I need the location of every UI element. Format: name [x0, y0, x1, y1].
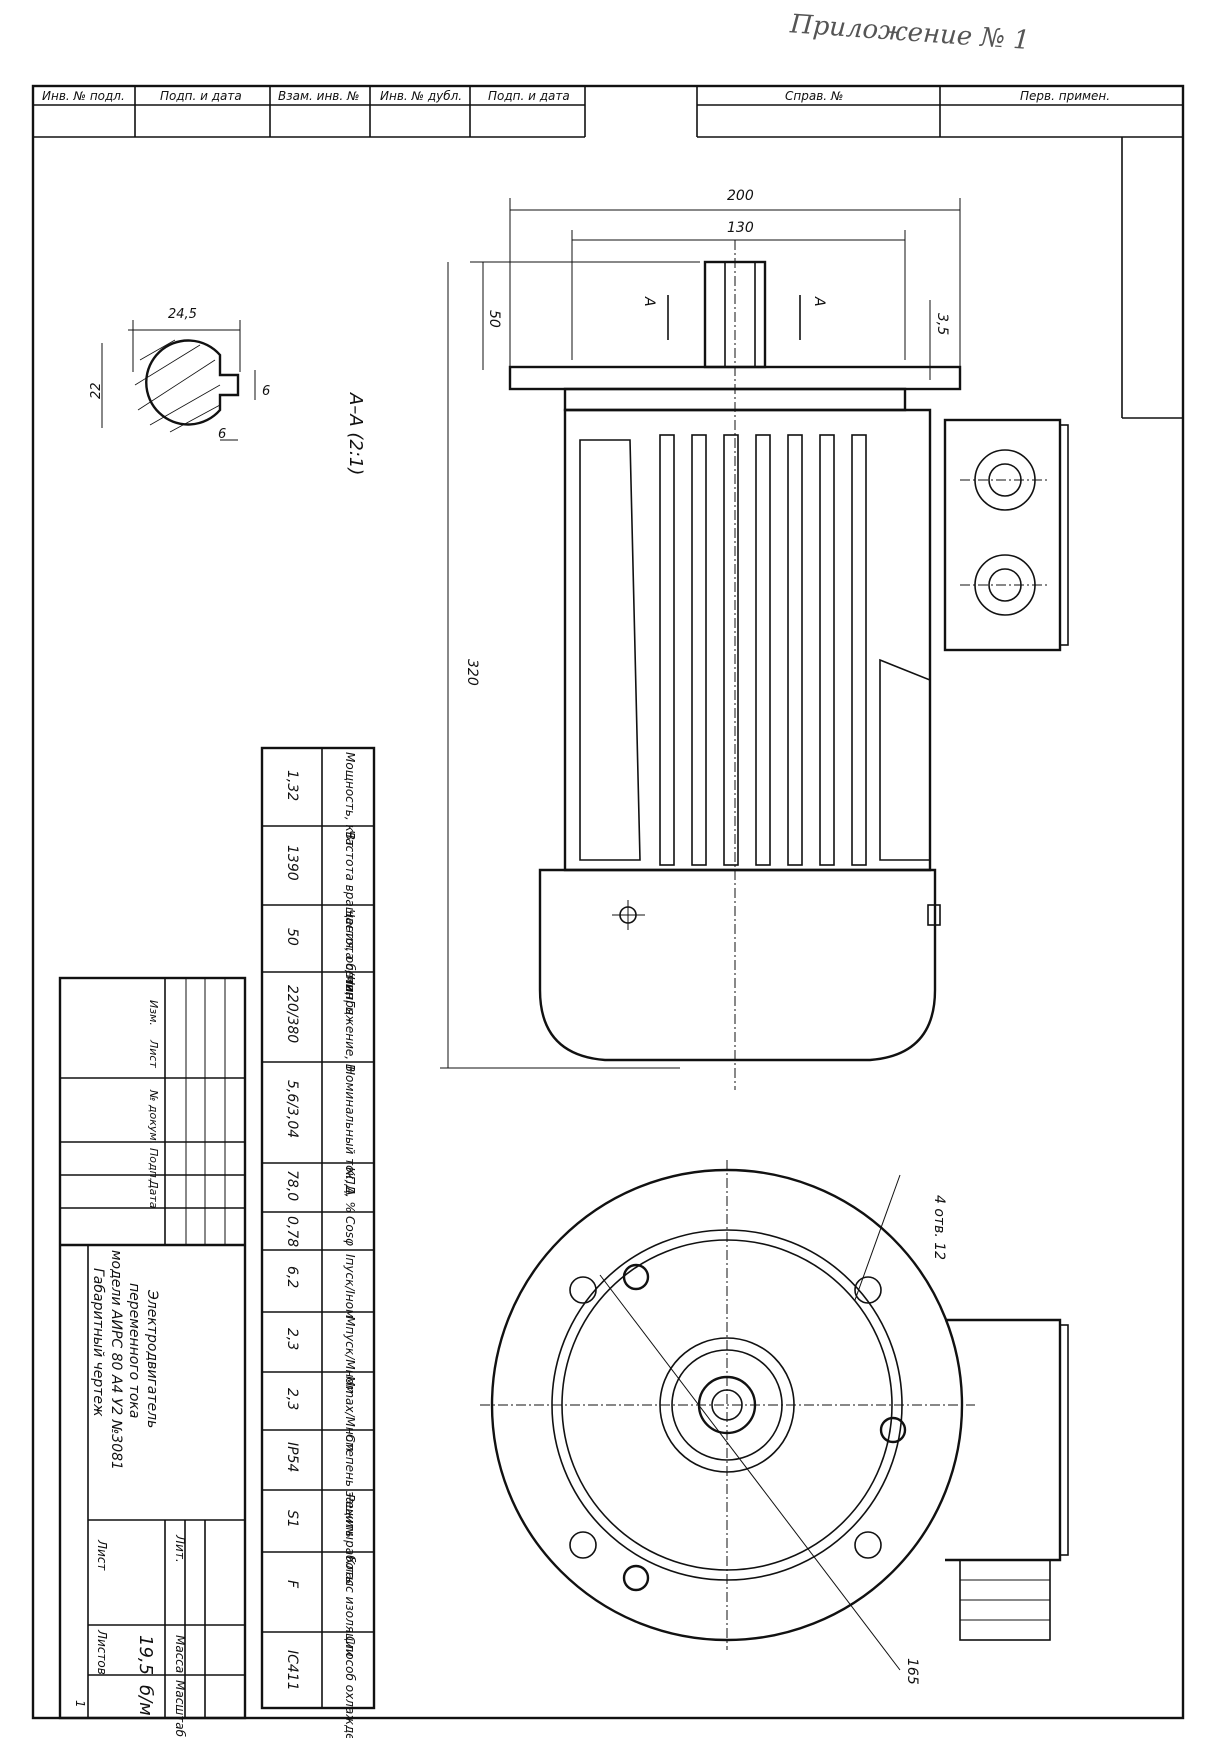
spec-header-protection: Степень защиты: [343, 1434, 357, 1540]
spec-value-cooling: IC411: [284, 1650, 300, 1691]
section-label: А–А (2:1): [345, 392, 366, 475]
spec-value-frequency: 50: [284, 928, 300, 946]
sheet-frame: [31, 84, 1185, 1720]
spec-value-duty: S1: [284, 1510, 300, 1528]
rev-header-data: Дата: [147, 1179, 160, 1209]
dim-130: 130: [727, 220, 754, 236]
section-key-depth-dim: 6: [262, 384, 270, 399]
spec-header-cooling: Способ охлаждения: [343, 1636, 357, 1738]
dim-200: 200: [727, 188, 754, 204]
sheets-value: 1: [73, 1700, 87, 1708]
title-line-1: Электродвигатель: [144, 1289, 160, 1428]
rev-header-list: Лист: [147, 1039, 160, 1068]
dim-3-5: 3,5: [934, 313, 950, 335]
stamp-dubl: Инв. № дубл.: [380, 89, 462, 103]
section-height-dim: 22: [89, 382, 104, 399]
section-a-a: 24,5 22 6 6 А–А (2:1): [89, 307, 366, 475]
specs-table: Мощность, кВт Частота вращения, об/мин Ч…: [260, 746, 376, 1738]
spec-header-voltage: Напряжение, В: [343, 976, 357, 1072]
spec-header-insulation: Класс изоляции: [343, 1556, 357, 1657]
mass-label: Масса: [173, 1635, 187, 1673]
title-line-2: переменного тока: [126, 1283, 142, 1418]
spec-header-max-torque: Mmax/Мном: [343, 1376, 357, 1451]
stamp-podp-data: Подп. и дата: [160, 89, 242, 103]
title-line-4: Габаритный чертеж: [90, 1268, 106, 1417]
scale-label: Масштаб: [173, 1680, 187, 1738]
spec-value-speed: 1390: [284, 845, 300, 881]
section-width-dim: 24,5: [168, 307, 197, 322]
spec-header-power: Мощность, кВт: [343, 752, 357, 848]
top-stamp: Инв. № подл. Подп. и дата Взам. инв. № И…: [33, 86, 1183, 419]
title-line-3: модели АИРС 80 А4 У2 №3081: [108, 1250, 124, 1470]
stamp-perv: Перв. примен.: [1020, 89, 1110, 103]
dim-50: 50: [486, 310, 502, 328]
motor-front-view: 4 отв. 12 165: [480, 1160, 1069, 1685]
spec-header-speed: Частота вращения, об/мин: [343, 830, 357, 1000]
rev-header-izm: Изм.: [147, 1000, 160, 1026]
spec-value-insulation: F: [284, 1580, 300, 1589]
cut-mark-right: А: [811, 296, 827, 307]
spec-value-max-torque: 2,3: [284, 1388, 300, 1410]
mass-value: 19,5: [135, 1635, 156, 1675]
stamp-sprav: Справ. №: [785, 89, 843, 103]
spec-value-protection: IP54: [284, 1442, 300, 1472]
stamp-vzam: Взам. инв. №: [278, 89, 359, 103]
spec-header-start-torque: Мпуск/Мном: [343, 1316, 357, 1394]
spec-value-start-torque: 2,3: [284, 1328, 300, 1350]
spec-header-current: Номинальный ток, А: [343, 1066, 357, 1196]
stamp-podp-data-2: Подп. и дата: [488, 89, 570, 103]
sheets-label: Листов: [95, 1629, 109, 1675]
spec-header-start-current: Iпуск/Iном: [343, 1254, 357, 1318]
section-key-width-dim: 6: [218, 427, 226, 442]
rev-header-podp: Подп.: [147, 1148, 160, 1181]
title-block: Изм. Лист № докум. Подп. Дата Электродви…: [58, 976, 247, 1738]
spec-value-power: 1,32: [284, 770, 300, 801]
dim-bolt-circle: 165: [904, 1658, 920, 1685]
scale-value: б/м: [135, 1685, 156, 1716]
spec-value-voltage: 220/380: [284, 985, 300, 1043]
spec-value-efficiency: 78,0: [284, 1170, 300, 1201]
lit-label: Лит.: [173, 1534, 187, 1563]
spec-header-frequency: Частота сети, Гц: [343, 909, 357, 1015]
stamp-inv-podl: Инв. № подл.: [42, 89, 125, 103]
spec-value-start-current: 6,2: [284, 1266, 300, 1288]
motor-side-view: 200 130 50 3,5 320 А А: [440, 188, 1069, 1090]
spec-header-cosphi: Cosφ: [343, 1216, 357, 1246]
handwritten-annotation: Приложение № 1: [788, 9, 1031, 56]
spec-header-duty: Режим работы: [343, 1494, 357, 1586]
cut-mark-left: А: [641, 296, 657, 307]
spec-value-cosphi: 0,78: [284, 1216, 300, 1247]
dim-320: 320: [464, 659, 480, 686]
spec-header-efficiency: КПД, %: [343, 1167, 357, 1213]
spec-value-current: 5,6/3,04: [284, 1080, 300, 1138]
dim-holes: 4 отв. 12: [931, 1195, 947, 1260]
sheet-label: Лист: [95, 1539, 109, 1571]
rev-header-doc: № докум.: [147, 1089, 160, 1144]
